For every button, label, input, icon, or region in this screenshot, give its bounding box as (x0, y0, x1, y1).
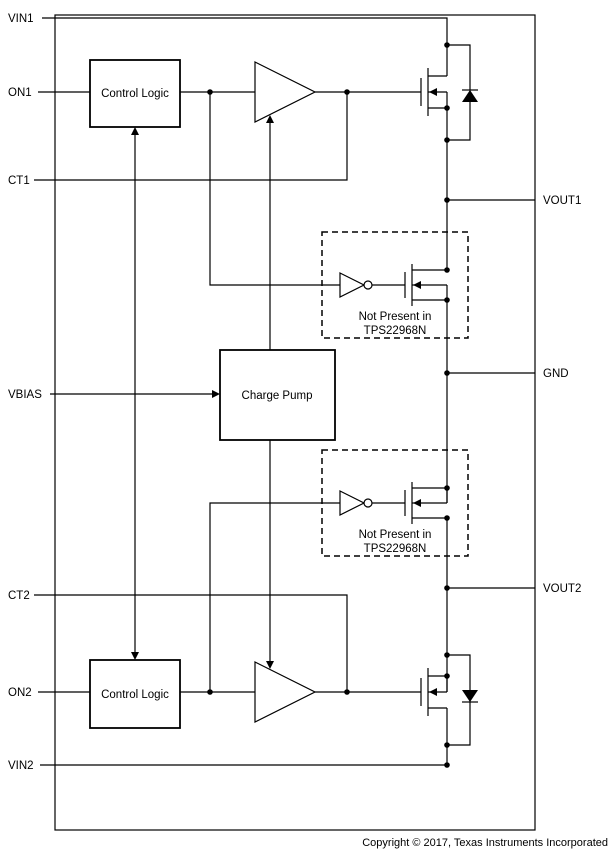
pin-on1-label: ON1 (8, 87, 32, 99)
qod-block-top: Not Present in TPS22968N (321, 231, 469, 339)
chargepump-up-arrow-icon (266, 115, 274, 123)
pin-vin2-label: VIN2 (8, 760, 34, 772)
control-link-up-arrow-icon (131, 127, 139, 135)
qod-top-note-line2: TPS22968N (364, 325, 427, 337)
buffer2-triangle (254, 661, 317, 723)
pin-ct1-label: CT1 (8, 175, 30, 187)
vbias-arrow-icon (212, 390, 220, 398)
pin-vout2-label: VOUT2 (543, 583, 581, 595)
nmos-fet-top (420, 68, 448, 116)
control-logic-top-block: Control Logic (89, 59, 181, 128)
qod-top-dashed-box (321, 231, 469, 339)
control-logic-bottom-block: Control Logic (89, 659, 181, 729)
pin-vbias-label: VBIAS (8, 389, 42, 401)
inverter1-bubble-icon (363, 280, 373, 290)
pin-vin1-label: VIN1 (8, 13, 34, 25)
junction-dots (207, 42, 450, 768)
diode-bottom-branch (447, 654, 471, 746)
internal-wires (134, 91, 448, 765)
body-diode-bottom (447, 654, 478, 746)
pin-wires (34, 17, 535, 766)
inverter2-triangle (339, 490, 366, 516)
diode-top-icon (462, 90, 478, 102)
pin-on2-label: ON2 (8, 687, 32, 699)
qod-top-note-line1: Not Present in (359, 311, 432, 323)
pin-gnd-label: GND (543, 368, 569, 380)
diode-bottom-icon (462, 690, 478, 702)
qod-fet-top-body-arrow-icon (413, 281, 421, 289)
chargepump-down-arrow-icon (266, 661, 274, 669)
qod-bottom-note-line2: TPS22968N (364, 543, 427, 555)
inverter1-input-wire (209, 92, 340, 286)
ct2-wire (34, 594, 348, 692)
pin-ct2-label: CT2 (8, 590, 30, 602)
charge-pump-block: Charge Pump (219, 349, 336, 441)
charge-pump-box (219, 349, 336, 441)
copyright-text: Copyright © 2017, Texas Instruments Inco… (362, 837, 608, 849)
arrowheads (131, 115, 274, 669)
ct1-wire (34, 92, 348, 181)
inverter2-bubble-icon (363, 498, 373, 508)
fet-bottom-body-arrow-icon (429, 688, 437, 696)
fet-top-body-arrow-icon (429, 88, 437, 96)
control-logic-bottom-label: Control Logic (101, 689, 169, 701)
qod-bottom-dashed-box (321, 449, 469, 557)
nmos-fet-bottom (420, 668, 448, 716)
diode-top-branch (447, 44, 471, 141)
qod-bottom-note-line1: Not Present in (359, 529, 432, 541)
inverter2-input-wire (209, 502, 340, 692)
control-link-down-arrow-icon (131, 652, 139, 660)
charge-pump-label: Charge Pump (242, 390, 313, 402)
vin1-wire (42, 17, 448, 76)
chip-outline (54, 14, 536, 831)
qod-block-bottom: Not Present in TPS22968N (321, 449, 469, 557)
body-diode-top (447, 44, 478, 141)
qod-fet-bottom-body-arrow-icon (413, 499, 421, 507)
control-logic-bottom-box (89, 659, 181, 729)
buffer1-triangle (254, 61, 317, 123)
control-logic-top-label: Control Logic (101, 88, 169, 100)
pin-vout1-label: VOUT1 (543, 195, 581, 207)
inverter1-triangle (339, 272, 366, 298)
